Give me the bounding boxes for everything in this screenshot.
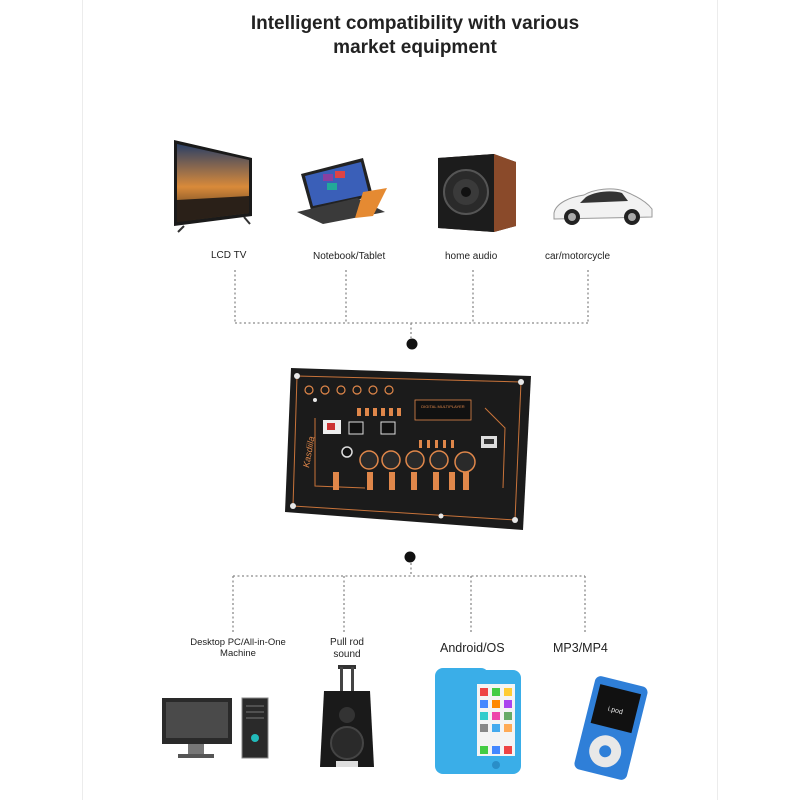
desktop-pc-icon: [160, 694, 272, 764]
label-notebook-tablet: Notebook/Tablet: [313, 251, 386, 262]
smartphone-icon: [433, 666, 523, 776]
car-icon: [550, 183, 656, 229]
label-desktop-pc: Desktop PC/All-in-One Machine: [186, 637, 290, 659]
label-desktop-pc-line1: Desktop PC/All-in-One: [190, 637, 286, 648]
label-desktop-pc-line2: Machine: [220, 648, 256, 659]
laptop-tablet-icon: [293, 152, 389, 226]
label-pull-rod-sound: Pull rod sound: [318, 637, 376, 661]
lcd-tv-icon: [164, 138, 254, 234]
amplifier-board: DIGITAL MULTIPLAYER Kasdi: [285, 368, 531, 530]
mp3-screen-text: i.pod: [607, 706, 624, 716]
frame-line-left: [82, 0, 83, 800]
title-line-2: market equipment: [333, 37, 497, 58]
label-mp3-mp4: MP3/MP4: [553, 641, 608, 655]
label-car-motorcycle: car/motorcycle: [545, 251, 611, 262]
label-lcd-tv: LCD TV: [211, 250, 247, 261]
junction-dot-top: [406, 338, 418, 350]
home-speaker-icon: [436, 152, 518, 232]
title-line-1: Intelligent compatibility with various: [250, 13, 580, 34]
frame-line-right: [717, 0, 718, 800]
label-home-audio: home audio: [445, 251, 498, 262]
label-pull-rod-line1: Pull rod: [330, 637, 364, 648]
board-display-text: DIGITAL MULTIPLAYER: [421, 404, 465, 409]
label-android-os: Android/OS: [440, 641, 505, 655]
page-title: Intelligent compatibility with various m…: [200, 12, 630, 60]
mp3-player-icon: i.pod: [570, 674, 652, 782]
trolley-speaker-icon: [318, 663, 376, 773]
label-pull-rod-line2: sound: [333, 649, 361, 660]
junction-dot-bottom: [404, 551, 416, 563]
